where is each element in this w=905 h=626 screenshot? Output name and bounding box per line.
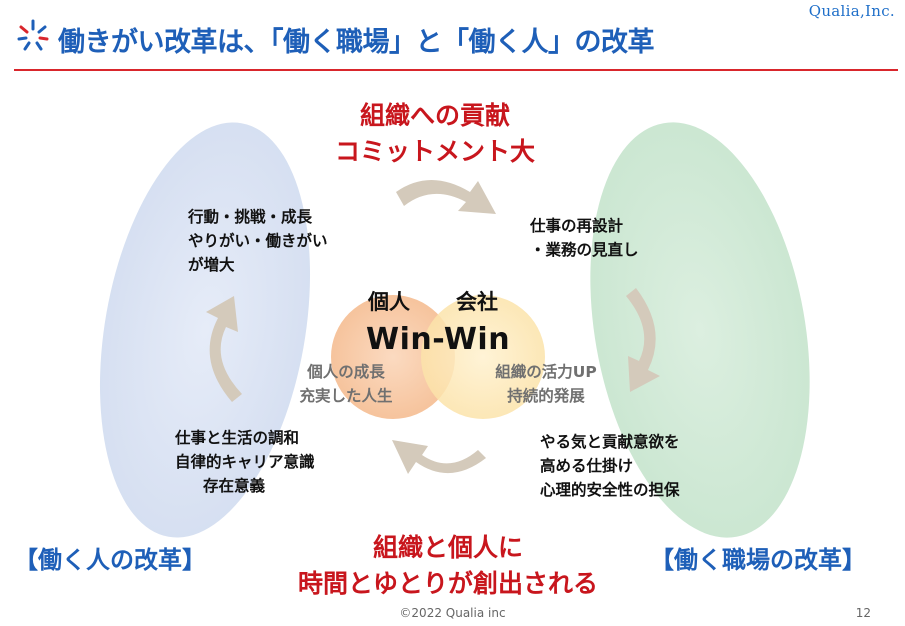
sparkle-logo-icon [17, 19, 49, 51]
right-ellipse-label: 【働く職場の改革】 [650, 546, 866, 574]
right-lower-text: やる気と貢献意欲を 高める仕掛け 心理的安全性の担保 [540, 433, 680, 499]
left-ellipse [99, 122, 311, 538]
venn-right-circle [421, 295, 545, 419]
arrow-left-icon [206, 296, 242, 402]
venn-right-text: 組織の活力UP 持続的発展 [495, 363, 597, 405]
venn-left-text: 個人の成長 充実した人生 [299, 363, 393, 405]
venn-left-circle [331, 295, 455, 419]
cycle-arrows [206, 180, 660, 474]
bottom-heading-line2: 時間とゆとりが創出される [297, 569, 598, 598]
brand-logo-text: Qualia,Inc. [808, 2, 895, 20]
left-ellipse-label: 【働く人の改革】 [14, 546, 206, 574]
venn-right-label: 会社 [456, 290, 498, 314]
bottom-heading-line1: 組織と個人に [372, 533, 523, 562]
bottom-heading: 組織と個人に 時間とゆとりが創出される [278, 530, 618, 602]
arrow-top-icon [396, 180, 496, 214]
top-heading-line2: コミットメント大 [334, 137, 535, 166]
page-title: 働きがい改革は、「働く職場」と「働く人」の改革 [58, 27, 655, 58]
right-ellipse [590, 122, 810, 538]
left-lower-text: 仕事と生活の調和 自律的キャリア意識 存在意義 [175, 429, 315, 495]
venn-center-label: Win-Win [366, 322, 511, 357]
top-heading: 組織への貢献 コミットメント大 [330, 98, 540, 170]
page-number: 12 [855, 606, 871, 620]
arrow-right-icon [626, 288, 660, 392]
right-upper-text: 仕事の再設計 ・業務の見直し [530, 217, 639, 259]
arrow-bottom-icon [392, 440, 486, 474]
copyright: ©2022 Qualia inc [399, 606, 506, 620]
title-divider [14, 69, 898, 71]
left-upper-text: 行動・挑戦・成長 やりがい・働きがい が増大 [188, 208, 328, 274]
top-heading-line1: 組織への貢献 [359, 101, 510, 130]
venn-left-label: 個人 [368, 290, 410, 314]
